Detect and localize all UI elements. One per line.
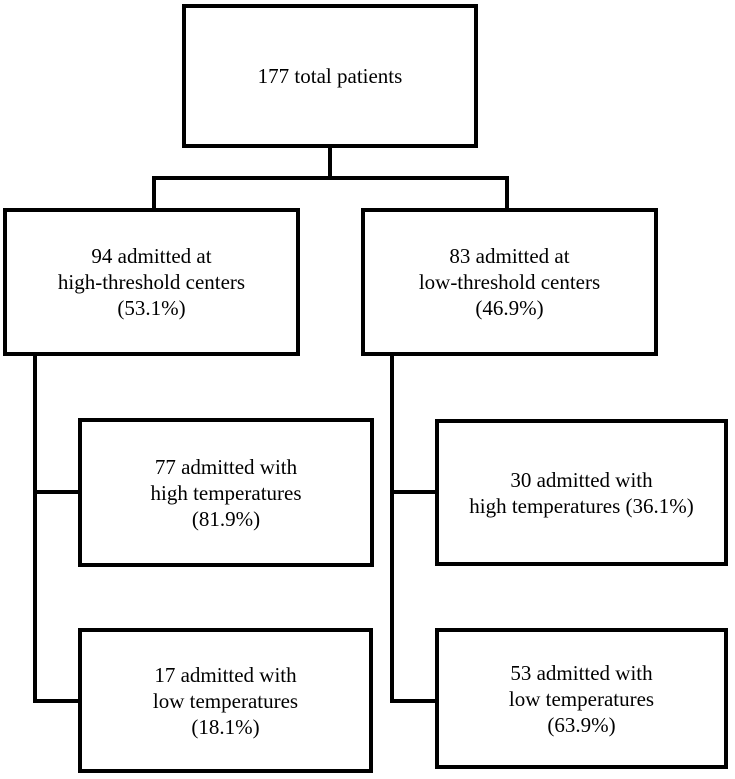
connector-left-branch-high-temp <box>33 490 78 494</box>
node-high-threshold-low-temperatures-text: 17 admitted with low temperatures (18.1%… <box>82 662 369 740</box>
node-high-threshold-low-temperatures: 17 admitted with low temperatures (18.1%… <box>78 628 373 773</box>
node-low-threshold-high-temperatures-text: 30 admitted with high temperatures (36.1… <box>439 467 724 519</box>
node-low-threshold-low-temperatures-text: 53 admitted with low temperatures (63.9%… <box>439 660 724 738</box>
node-text-line: 53 admitted with <box>510 660 653 685</box>
node-high-threshold-high-temperatures: 77 admitted with high temperatures (81.9… <box>78 418 374 567</box>
node-high-threshold-centers: 94 admitted at high-threshold centers (5… <box>3 208 300 356</box>
connector-right-vertical <box>390 354 394 703</box>
node-text-line: low-threshold centers <box>418 270 601 294</box>
node-low-threshold-centers-text: 83 admitted at low-threshold centers (46… <box>365 243 654 321</box>
node-text-line: 177 total patients <box>257 64 403 88</box>
node-text-line: 17 admitted with <box>154 662 297 687</box>
node-text-line: 94 admitted at <box>91 244 212 268</box>
node-text-line: high temperatures (36.1%) <box>469 493 694 518</box>
connector-right-branch-low-temp <box>390 699 435 703</box>
node-text-line: 77 admitted with <box>154 454 298 479</box>
connector-total-stem <box>328 146 332 178</box>
connector-drop-low-threshold <box>505 176 509 212</box>
node-text-line: low temperatures <box>508 686 655 711</box>
node-high-threshold-centers-text: 94 admitted at high-threshold centers (5… <box>7 243 296 321</box>
node-low-threshold-high-temperatures: 30 admitted with high temperatures (36.1… <box>435 419 728 566</box>
node-total-patients: 177 total patients <box>182 4 478 148</box>
node-text-line: (81.9%) <box>191 506 261 531</box>
connector-horizontal-bar <box>152 176 509 180</box>
node-text-line: high temperatures <box>150 480 302 505</box>
connector-left-branch-low-temp <box>33 699 78 703</box>
node-text-line: (63.9%) <box>547 712 616 737</box>
node-text-line: (46.9%) <box>475 296 544 320</box>
node-text-line: 83 admitted at <box>449 244 570 268</box>
node-text-line: (53.1%) <box>117 296 186 320</box>
node-text-line: low temperatures <box>152 688 299 713</box>
node-text-line: high-threshold centers <box>57 270 246 294</box>
node-low-threshold-low-temperatures: 53 admitted with low temperatures (63.9%… <box>435 628 728 769</box>
connector-left-vertical <box>33 354 37 703</box>
node-low-threshold-centers: 83 admitted at low-threshold centers (46… <box>361 208 658 356</box>
node-text-line: 30 admitted with <box>510 467 653 492</box>
node-high-threshold-high-temperatures-text: 77 admitted with high temperatures (81.9… <box>82 454 370 532</box>
node-text-line: (18.1%) <box>191 714 260 739</box>
connector-drop-high-threshold <box>152 176 156 212</box>
node-total-patients-text: 177 total patients <box>186 63 474 89</box>
connector-right-branch-high-temp <box>390 490 435 494</box>
